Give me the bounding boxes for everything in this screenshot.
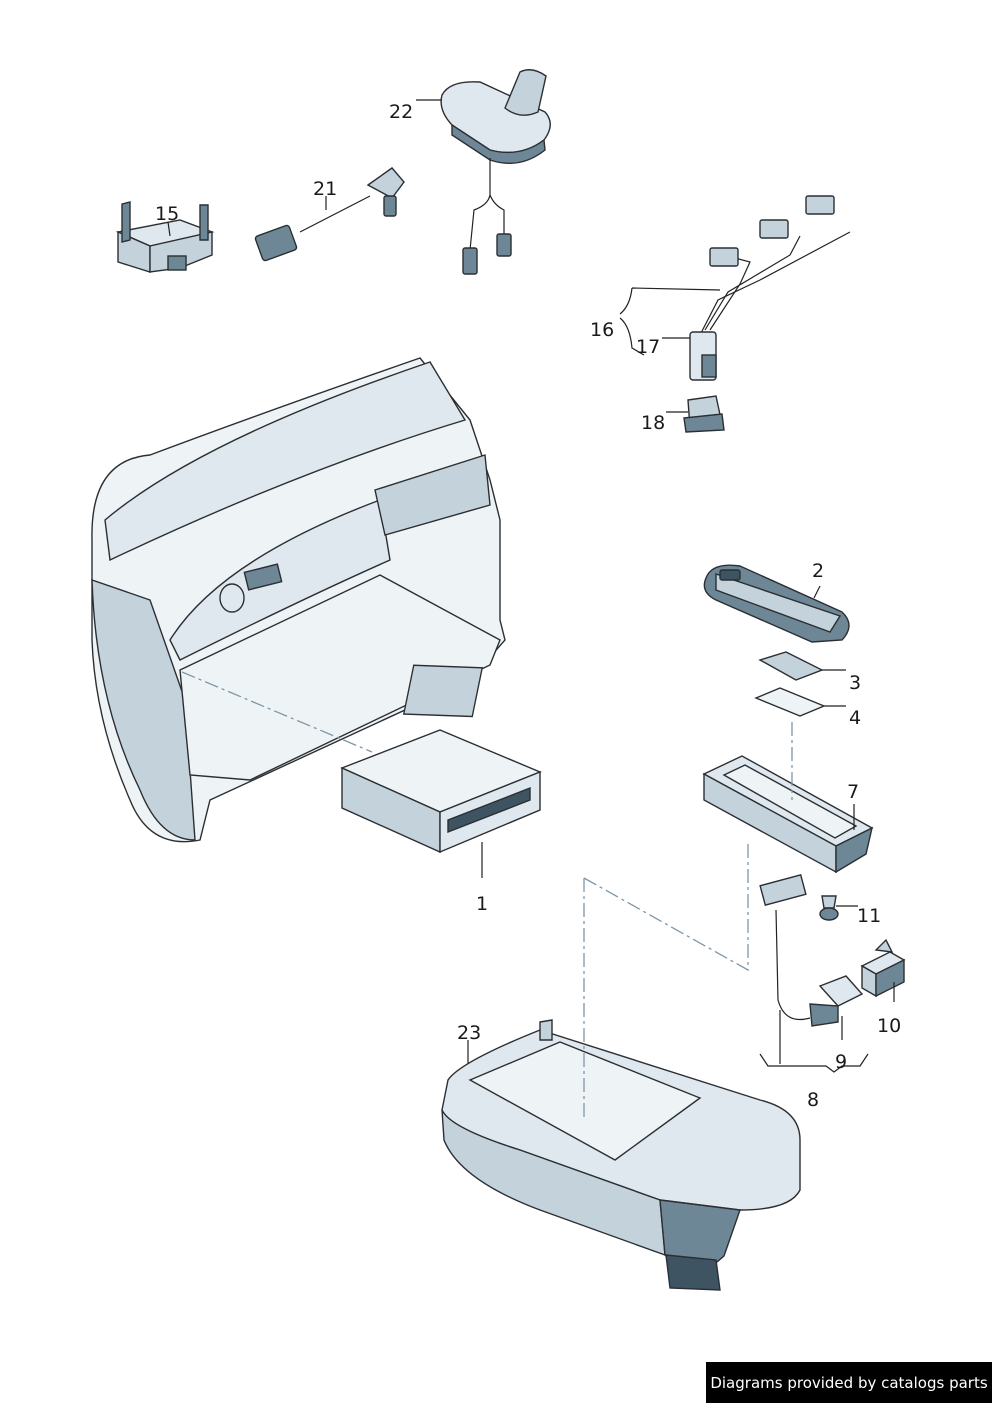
leader-lines bbox=[167, 99, 895, 1073]
part-11-screw[interactable] bbox=[819, 895, 839, 921]
label-1: 1 bbox=[476, 893, 488, 915]
label-18: 18 bbox=[641, 412, 665, 434]
label-17: 17 bbox=[636, 336, 660, 358]
label-11: 11 bbox=[857, 905, 881, 927]
label-21: 21 bbox=[313, 178, 337, 200]
label-4: 4 bbox=[849, 707, 861, 729]
part-7-cradle[interactable] bbox=[702, 755, 874, 874]
label-23: 23 bbox=[457, 1022, 481, 1044]
label-9: 9 bbox=[835, 1051, 847, 1073]
part-3-card[interactable] bbox=[758, 651, 824, 681]
part-16-17-harness[interactable] bbox=[689, 195, 851, 381]
part-21-cable[interactable] bbox=[254, 167, 405, 262]
label-2: 2 bbox=[812, 560, 824, 582]
part-23-armrest[interactable] bbox=[441, 1019, 801, 1291]
part-15-bracket[interactable] bbox=[115, 201, 215, 273]
part-18-plug[interactable] bbox=[683, 395, 725, 433]
label-10: 10 bbox=[877, 1015, 901, 1037]
assembly-guides bbox=[181, 671, 793, 1120]
part-4-cover[interactable] bbox=[754, 687, 826, 717]
part-1-head-unit[interactable] bbox=[340, 664, 542, 854]
footer-banner: Diagrams provided by catalogs parts bbox=[706, 1362, 992, 1403]
part-8-9-adapter[interactable] bbox=[759, 874, 864, 1027]
label-22: 22 bbox=[389, 101, 413, 123]
part-10-connector[interactable] bbox=[860, 938, 906, 998]
part-2-remote[interactable] bbox=[703, 564, 850, 643]
label-7: 7 bbox=[847, 781, 859, 803]
part-22-antenna[interactable] bbox=[440, 69, 551, 275]
label-8: 8 bbox=[807, 1089, 819, 1111]
part-labels: 22 21 15 16 17 18 2 3 4 7 1 11 10 23 9 8 bbox=[155, 101, 901, 1111]
label-15: 15 bbox=[155, 203, 179, 225]
footer-text: Diagrams provided by catalogs parts bbox=[710, 1373, 988, 1392]
label-16: 16 bbox=[590, 319, 614, 341]
dashboard-glovebox bbox=[91, 357, 506, 843]
label-3: 3 bbox=[849, 672, 861, 694]
